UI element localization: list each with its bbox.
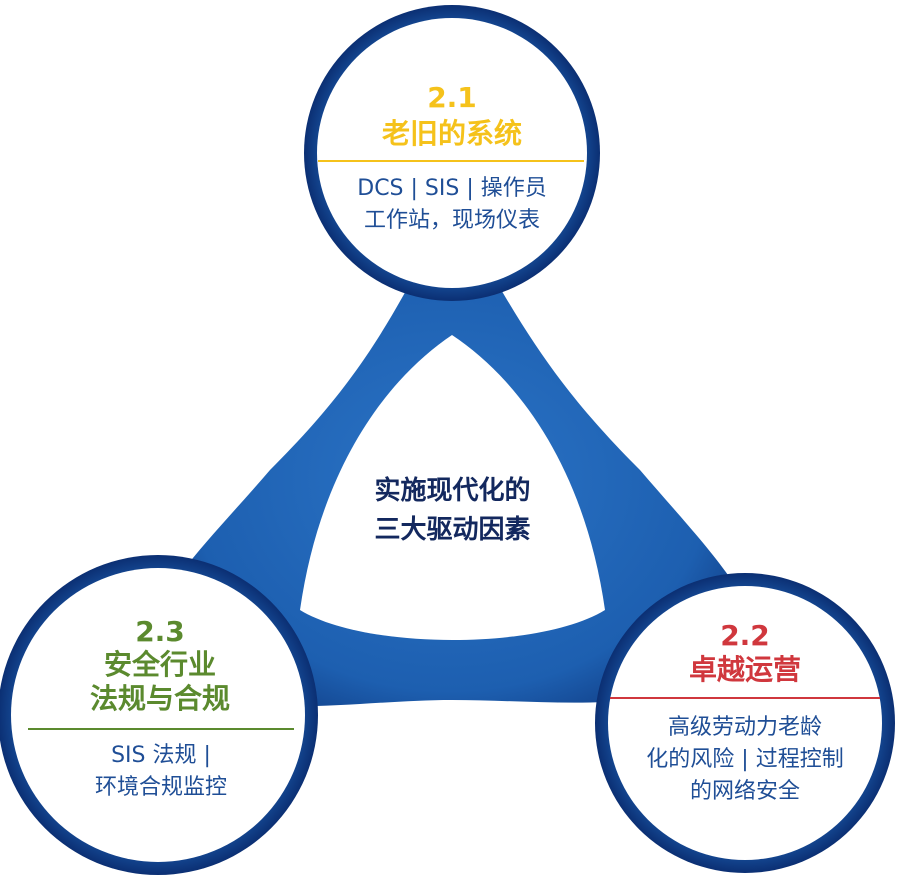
node-left-title: 安全行业 法规与合规: [30, 648, 290, 716]
center-shape: [300, 335, 605, 640]
node-left-divider: [28, 728, 294, 730]
node-top-title: 老旧的系统: [381, 117, 522, 150]
node-top-line-2: 工作站，现场仪表: [363, 207, 540, 233]
node-right-divider: [610, 697, 880, 699]
node-right-number: 2.2: [720, 619, 770, 652]
node-left-number: 2.3: [135, 615, 185, 648]
node-top-body: DCS | SIS | 操作员 工作站，现场仪表: [317, 173, 587, 237]
node-right-face: [608, 586, 882, 860]
node-right-line-3: 的网络安全: [689, 778, 800, 804]
node-right-body: 高级劳动力老龄 化的风险 | 过程控制 的网络安全: [612, 712, 878, 808]
node-left-line-2: 环境合规监控: [94, 774, 227, 800]
center-label: 实施现代化的 三大驱动因素: [330, 472, 575, 550]
node-left-face: [11, 568, 305, 862]
node-right-line-2: 化的风险 | 过程控制: [646, 746, 844, 772]
center-line-1: 实施现代化的: [374, 476, 531, 506]
node-left-title-2: 法规与合规: [89, 682, 230, 716]
node-top-number: 2.1: [427, 81, 477, 114]
node-top-divider: [318, 160, 584, 162]
node-top-line-1: DCS | SIS | 操作员: [357, 176, 547, 201]
node-right-line-1: 高级劳动力老龄: [667, 715, 822, 740]
node-left-line-1: SIS 法规 |: [111, 743, 211, 768]
node-right-title: 卓越运营: [688, 653, 801, 686]
node-left-body: SIS 法规 | 环境合规监控: [30, 740, 292, 804]
node-top-face: [317, 18, 587, 288]
center-line-2: 三大驱动因素: [374, 515, 531, 545]
node-left-title-1: 安全行业: [103, 648, 216, 681]
